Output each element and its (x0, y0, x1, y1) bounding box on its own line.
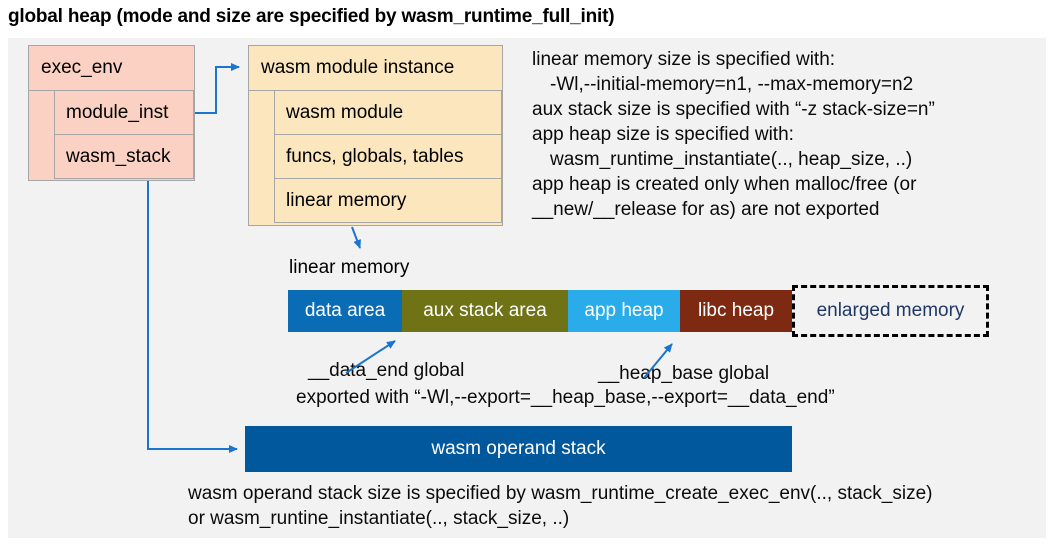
note-line: -Wl,--initial-memory=n1, --max-memory=n2 (550, 74, 914, 95)
segment-enlarged-memory: enlarged memory (792, 285, 989, 337)
wasm-operand-stack-bar: wasm operand stack (245, 426, 792, 472)
note-line: app heap size is specified with: (532, 124, 794, 145)
segment-libc-heap: libc heap (680, 290, 792, 332)
linear-memory-label: linear memory (289, 257, 410, 278)
row-wasm-module: wasm module (274, 90, 502, 135)
wasm-module-instance-rows: wasm module funcs, globals, tables linea… (274, 90, 502, 223)
data-end-global-label: __data_end global (308, 360, 465, 381)
memory-size-notes: linear memory size is specified with: -W… (532, 47, 935, 222)
wasm-module-instance-box: wasm module instance wasm module funcs, … (248, 45, 503, 226)
segment-data-area: data area (288, 290, 402, 332)
diagram-title: global heap (mode and size are specified… (8, 6, 615, 27)
note-line: aux stack size is specified with “-z sta… (532, 99, 935, 120)
note-line: wasm_runtime_instantiate(.., heap_size, … (550, 149, 913, 170)
exec-env-title: exec_env (29, 46, 194, 91)
linear-memory-bar: data area aux stack area app heap libc h… (288, 290, 792, 332)
exec-env-row-wasm-stack: wasm_stack (54, 134, 194, 179)
note-line: __new/__release for as) are not exported (532, 199, 880, 220)
note-line: or wasm_runtine_instantiate(.., stack_si… (188, 508, 570, 529)
note-line: linear memory size is specified with: (532, 49, 836, 70)
note-line: app heap is created only when malloc/fre… (532, 174, 917, 195)
exec-env-row-module-inst: module_inst (54, 90, 194, 135)
segment-app-heap: app heap (568, 290, 680, 332)
segment-aux-stack-area: aux stack area (402, 290, 568, 332)
operand-stack-notes: wasm operand stack size is specified by … (188, 481, 933, 531)
wasm-module-instance-title: wasm module instance (249, 46, 502, 91)
row-funcs-globals-tables: funcs, globals, tables (274, 134, 502, 179)
exec-env-box: exec_env module_inst wasm_stack (28, 45, 195, 181)
exported-with-label: exported with “-Wl,--export=__heap_base,… (296, 387, 835, 408)
exec-env-rows: module_inst wasm_stack (54, 90, 194, 179)
heap-base-global-label: __heap_base global (598, 363, 770, 384)
note-line: wasm operand stack size is specified by … (188, 483, 933, 504)
row-linear-memory: linear memory (274, 178, 502, 223)
